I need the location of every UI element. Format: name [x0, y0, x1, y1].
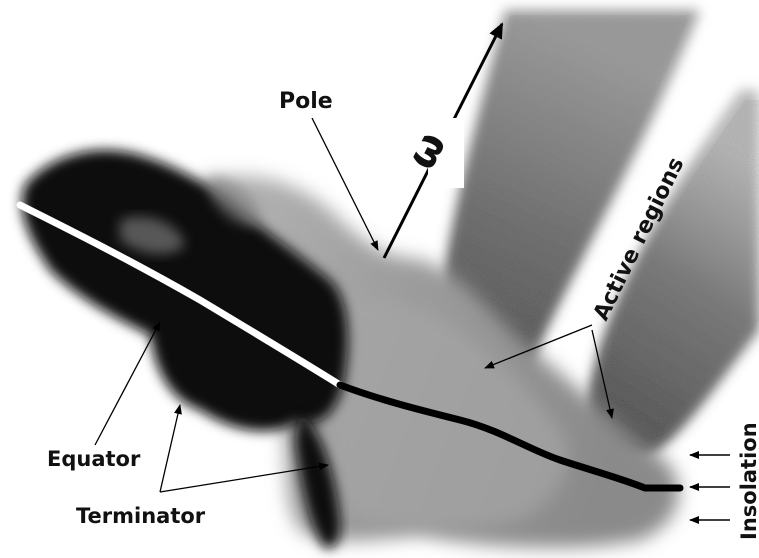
- equator-label: Equator: [47, 447, 141, 471]
- pole-label: Pole: [279, 89, 333, 114]
- insolation-label: Insolation: [737, 422, 759, 540]
- insolation-arrows: [690, 455, 730, 520]
- equator-leader: [95, 322, 160, 445]
- terminator-leader-1: [160, 405, 180, 492]
- terminator-label: Terminator: [76, 504, 206, 528]
